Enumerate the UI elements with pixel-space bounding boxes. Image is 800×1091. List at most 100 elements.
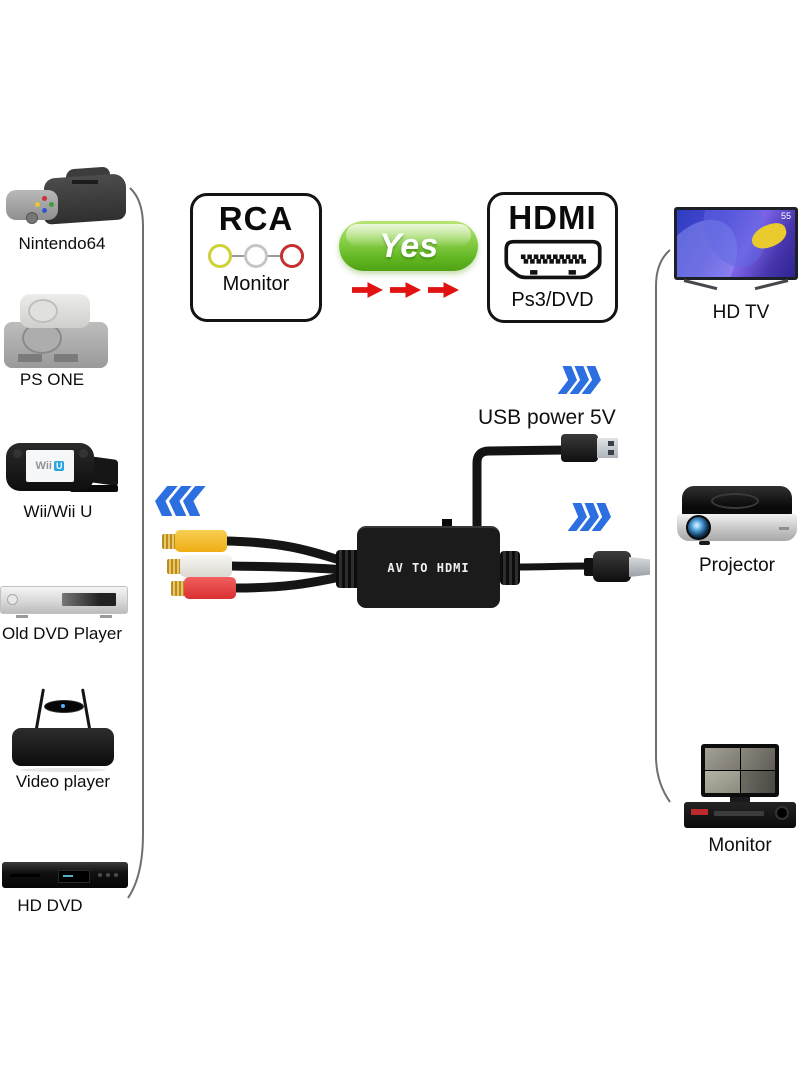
- yes-badge: Yes: [339, 221, 478, 271]
- white-cable: [225, 561, 351, 575]
- rca-jack-yellow: [175, 530, 227, 552]
- monitor-screen: [701, 744, 779, 797]
- dvd-foot-right: [100, 615, 112, 618]
- projector-foot: [699, 541, 710, 545]
- n64-button-yellow: [35, 202, 40, 207]
- rca-jack-white: [180, 555, 232, 577]
- device-label-old-dvd: Old DVD Player: [2, 624, 122, 643]
- usb-contact-slot: [608, 441, 614, 446]
- device-label-hd-dvd: HD DVD: [17, 896, 83, 915]
- rca-gold-tip-white: [167, 559, 181, 574]
- tv-frame: 55: [674, 207, 798, 280]
- hdmi-connector-icon: [503, 239, 602, 280]
- device-label-video-player: Video player: [15, 772, 111, 791]
- wii-u-screen: Wii U: [26, 450, 74, 482]
- old-dvd-player-image: [0, 584, 128, 618]
- dvd-foot-left: [16, 615, 28, 618]
- hdmi-plug-body: [593, 551, 631, 582]
- n64-cartridge-slot: [72, 180, 98, 184]
- n64-joystick: [26, 212, 38, 224]
- red-arrows-icon: [352, 281, 459, 299]
- device-label-nintendo64: Nintendo64: [18, 234, 106, 253]
- n64-button-blue: [42, 208, 47, 213]
- converter-label: AV TO HDMI: [387, 561, 470, 575]
- device-label-monitor: Monitor: [708, 835, 772, 856]
- tv-size-badge: 55: [780, 211, 791, 221]
- usb-power-label: USB power 5V: [478, 406, 616, 429]
- video-player-led: [61, 704, 65, 708]
- rca-gold-tip-yellow: [162, 534, 176, 549]
- monitor-base: [684, 802, 796, 828]
- red-arrow-icon: [352, 282, 383, 298]
- dvd-power-knob: [7, 594, 18, 605]
- monitor-quad-view: [705, 748, 775, 793]
- hd-dvd-tray-slot: [10, 874, 40, 877]
- tv-leg-left: [683, 279, 718, 291]
- rca-jacks-icon: [193, 242, 319, 269]
- nintendo64-image: [6, 166, 126, 234]
- red-arrow-icon: [428, 282, 459, 298]
- cctv-feed: [705, 748, 740, 770]
- device-label-projector: Projector: [698, 555, 776, 576]
- rca-jack-red: [184, 577, 236, 599]
- hd-dvd-display-text: [63, 875, 73, 877]
- playstation-port-right: [54, 354, 78, 362]
- hd-dvd-button1: [98, 873, 102, 877]
- projector-image: [677, 486, 797, 546]
- dvd-display-window: [62, 593, 116, 606]
- tv-screen: 55: [677, 210, 795, 277]
- projector-mark: [779, 527, 789, 530]
- playstation-port-left: [18, 354, 42, 362]
- rca-link-line: [232, 254, 244, 257]
- hd-dvd-display: [58, 870, 90, 883]
- red-arrow-icon: [390, 282, 421, 298]
- usb-plug-metal: [597, 438, 618, 458]
- device-label-wii: Wii/Wii U: [23, 502, 93, 521]
- rca-red-jack-icon: [280, 243, 304, 268]
- video-player-shadow: [20, 768, 106, 772]
- cctv-feed: [740, 771, 775, 793]
- chevrons-left-icon: [155, 486, 197, 516]
- rca-link-line: [268, 254, 280, 257]
- monitor-image: [684, 744, 796, 828]
- yes-badge-label: Yes: [378, 226, 439, 265]
- psone-disc-lid: [28, 299, 58, 323]
- projector-lens: [686, 515, 711, 540]
- hdmi-card-title: HDMI: [508, 199, 597, 236]
- rca-card-subtitle: Monitor: [222, 273, 290, 295]
- cctv-feed: [705, 771, 740, 793]
- ps-one-image: [4, 294, 108, 368]
- hdmi-card: HDMI Ps3/DVD: [487, 192, 618, 323]
- tv-leg-right: [754, 279, 789, 291]
- wii-u-logo-badge: U: [53, 461, 65, 471]
- right-bracket: [655, 249, 671, 803]
- hdmi-cable: [512, 562, 594, 571]
- hd-dvd-image: [2, 858, 128, 892]
- rca-card: RCA Monitor: [190, 193, 322, 322]
- hd-tv-image: 55: [674, 207, 798, 293]
- n64-button-green: [49, 202, 54, 207]
- monitor-hinge: [730, 797, 750, 802]
- rca-card-title: RCA: [218, 200, 294, 237]
- usb-plug-body: [561, 434, 598, 462]
- video-player-body: [12, 728, 114, 766]
- chevrons-right-bottom-icon: [570, 503, 606, 531]
- hdmi-card-subtitle: Ps3/DVD: [511, 289, 594, 311]
- converter-box: AV TO HDMI: [357, 526, 500, 608]
- cctv-feed: [740, 748, 775, 770]
- hd-dvd-button2: [106, 873, 110, 877]
- wii-console-base: [70, 485, 118, 492]
- gamepad-stick-left: [13, 449, 22, 458]
- video-player-image: [12, 688, 114, 772]
- red-cable: [231, 571, 351, 593]
- device-label-ps-one: PS ONE: [19, 370, 85, 389]
- yellow-cable: [219, 536, 351, 567]
- rca-white-jack-icon: [244, 243, 268, 268]
- hdmi-plug-metal: [629, 557, 650, 577]
- usb-cable: [472, 445, 571, 533]
- wii-logo-text: Wii: [35, 460, 52, 472]
- wii-u-image: Wii U: [6, 441, 118, 495]
- monitor-logo: [691, 809, 708, 815]
- converter-switch: [442, 519, 452, 527]
